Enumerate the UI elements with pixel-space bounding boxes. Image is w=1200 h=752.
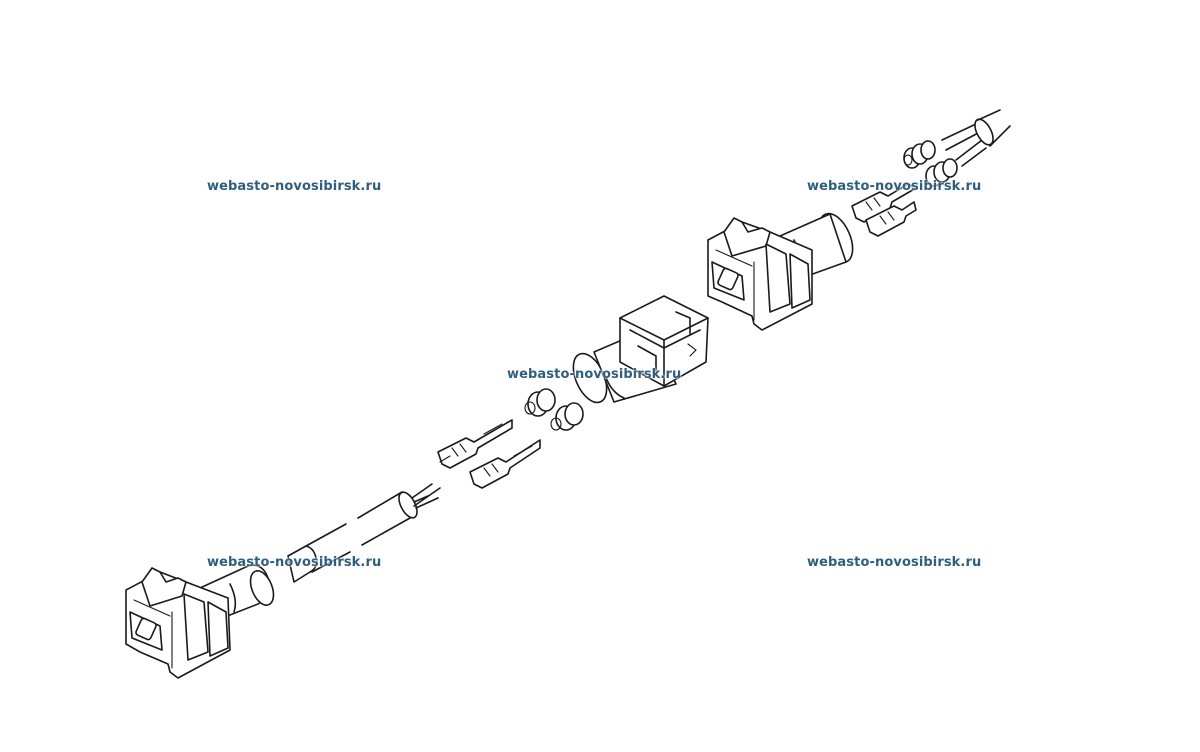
right-seals: [903, 140, 958, 187]
watermark-text: webasto-novosibirsk.ru: [807, 555, 982, 570]
left-connector-housing: [125, 564, 275, 679]
watermark-text: webasto-novosibirsk.ru: [507, 367, 682, 382]
seal-lower: [550, 402, 584, 431]
center-plug-housing: [572, 295, 709, 404]
left-cable: [287, 483, 441, 583]
seal-upper: [524, 388, 556, 417]
seal-right-upper: [903, 140, 936, 169]
watermark-text: webasto-novosibirsk.ru: [207, 179, 382, 194]
right-connector-housing: [707, 212, 854, 331]
watermark-text: webasto-novosibirsk.ru: [807, 179, 982, 194]
watermark-text: webasto-novosibirsk.ru: [207, 555, 382, 570]
center-seals: [524, 388, 584, 431]
right-cable: [941, 109, 1011, 167]
seal-right-lower: [925, 158, 958, 187]
left-terminals: [437, 419, 541, 489]
right-terminals: [851, 183, 917, 237]
